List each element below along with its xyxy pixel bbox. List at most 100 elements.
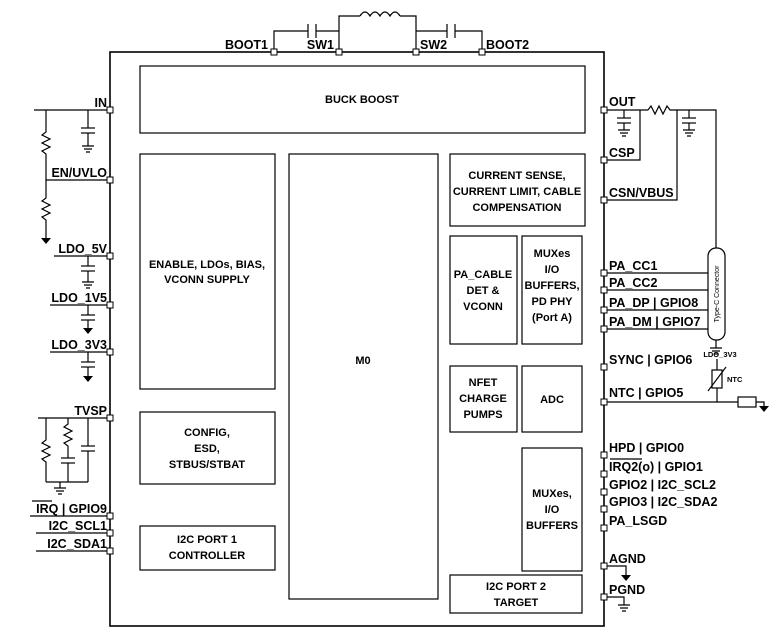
- block-pa-cable-line2: DET &: [467, 285, 500, 297]
- pin-i2c-scl1-marker: [106, 529, 114, 537]
- block-pa-cable-line3: VCONN: [463, 301, 503, 313]
- pin-csn-vbus: CSN/VBUS: [609, 186, 674, 200]
- block-enable-ldos-line2: VCONN SUPPLY: [164, 274, 250, 286]
- block-muxes-phy-line3: BUFFERS,: [525, 280, 580, 292]
- ldo-3v3-reference: LDO_3V3: [703, 350, 736, 359]
- block-muxes-io-line2: I/O: [545, 504, 560, 516]
- block-nfet: NFET CHARGE PUMPS: [449, 365, 518, 433]
- pin-hpd-marker: [600, 451, 608, 459]
- pin-gpio2-marker: [600, 488, 608, 496]
- pin-gpio3-marker: [600, 505, 608, 513]
- block-config-line2: ESD,: [194, 443, 220, 455]
- block-muxes-io: MUXes, I/O BUFFERS: [521, 447, 583, 572]
- block-config: CONFIG, ESD, STBUS/STBAT: [139, 411, 276, 485]
- pin-ldo-3v3: LDO_3V3: [51, 338, 107, 352]
- block-nfet-line1: NFET: [469, 377, 498, 389]
- top-pin-network: [273, 11, 483, 52]
- pin-pa-cc1: PA_CC1: [609, 259, 657, 273]
- block-pa-cable: PA_CABLE DET & VCONN: [449, 235, 518, 345]
- block-muxes-phy-line5: (Port A): [532, 312, 572, 324]
- pin-boot1: BOOT1: [225, 38, 268, 52]
- pin-pa-dp-marker: [600, 306, 608, 314]
- block-config-line3: STBUS/STBAT: [169, 459, 245, 471]
- pin-sw2: SW2: [420, 38, 447, 52]
- pin-sw1-marker: [335, 48, 343, 56]
- pin-agnd: AGND: [609, 552, 646, 566]
- pin-en-uvlo: EN/UVLO: [51, 166, 107, 180]
- pin-ldo-5v: LDO_5V: [58, 242, 107, 256]
- pin-pa-cc2-marker: [600, 286, 608, 294]
- ntc-label: NTC: [727, 375, 743, 384]
- pin-ldo-1v5-marker: [106, 301, 114, 309]
- type-c-connector-label: Type-C Connector: [714, 265, 721, 322]
- block-m0: M0: [288, 153, 439, 600]
- pin-boot2-marker: [478, 48, 486, 56]
- pin-i2c-sda1-marker: [106, 547, 114, 555]
- block-m0-label: M0: [355, 355, 370, 367]
- pin-csp: CSP: [609, 146, 635, 160]
- block-pa-cable-line1: PA_CABLE: [454, 269, 512, 281]
- block-i2c-port2-line2: TARGET: [494, 597, 539, 609]
- block-buck-boost: BUCK BOOST: [139, 65, 586, 134]
- pin-ntc-gpio5: NTC | GPIO5: [609, 386, 683, 400]
- block-muxes-phy-line1: MUXes: [534, 248, 571, 260]
- pin-pa-dm-gpio7: PA_DM | GPIO7: [609, 315, 701, 329]
- pin-sync-gpio6: SYNC | GPIO6: [609, 353, 692, 367]
- pin-irq2-gpio1: IRQ2(o) | GPIO1: [609, 460, 703, 474]
- pin-boot2: BOOT2: [486, 38, 529, 52]
- block-adc-label: ADC: [540, 394, 564, 406]
- pin-out-marker: [600, 106, 608, 114]
- pin-pa-cc2: PA_CC2: [609, 276, 657, 290]
- pin-gpio2-i2c-scl2: GPIO2 | I2C_SCL2: [609, 478, 716, 492]
- block-muxes-io-line1: MUXes,: [532, 488, 572, 500]
- pin-pa-lsgd-marker: [600, 524, 608, 532]
- block-muxes-io-line3: BUFFERS: [526, 520, 578, 532]
- pin-pgnd-marker: [600, 593, 608, 601]
- pin-gpio3-i2c-sda2: GPIO3 | I2C_SDA2: [609, 495, 717, 509]
- pin-i2c-sda1: I2C_SDA1: [47, 537, 107, 551]
- pin-tvsp-marker: [106, 414, 114, 422]
- block-current-sense: CURRENT SENSE, CURRENT LIMIT, CABLE COMP…: [449, 153, 586, 227]
- pin-ldo-5v-marker: [106, 252, 114, 260]
- pin-irq2-marker: [600, 470, 608, 478]
- pin-in-marker: [106, 106, 114, 114]
- pin-pa-cc1-marker: [600, 269, 608, 277]
- pin-out: OUT: [609, 95, 636, 109]
- block-nfet-line2: CHARGE: [459, 393, 507, 405]
- block-i2c-port1-line1: I2C PORT 1: [177, 534, 237, 546]
- pin-pa-lsgd: PA_LSGD: [609, 514, 667, 528]
- block-current-sense-line2: CURRENT LIMIT, CABLE: [453, 186, 581, 198]
- block-enable-ldos-line1: ENABLE, LDOs, BIAS,: [149, 259, 265, 271]
- block-muxes-phy-line2: I/O: [545, 264, 560, 276]
- block-current-sense-line1: CURRENT SENSE,: [468, 170, 565, 182]
- pin-irq-gpio9: IRQ | GPIO9: [36, 502, 107, 516]
- left-pin-network: [30, 109, 110, 552]
- block-i2c-port2-line1: I2C PORT 2: [486, 581, 546, 593]
- pin-hpd-gpio0: HPD | GPIO0: [609, 441, 684, 455]
- block-i2c-port1: I2C PORT 1 CONTROLLER: [139, 525, 276, 571]
- block-i2c-port2: I2C PORT 2 TARGET: [449, 574, 583, 614]
- pin-pa-dm-marker: [600, 325, 608, 333]
- pin-csp-marker: [600, 156, 608, 164]
- block-enable-ldos: ENABLE, LDOs, BIAS, VCONN SUPPLY: [139, 153, 276, 390]
- pin-sw2-marker: [412, 48, 420, 56]
- block-muxes-phy: MUXes I/O BUFFERS, PD PHY (Port A): [521, 235, 583, 345]
- block-nfet-line3: PUMPS: [463, 409, 502, 421]
- pin-pgnd: PGND: [609, 583, 645, 597]
- block-config-line1: CONFIG,: [184, 427, 230, 439]
- pin-boot1-marker: [270, 48, 278, 56]
- type-c-connector: Type-C Connector: [707, 247, 726, 355]
- block-i2c-port1-line2: CONTROLLER: [169, 550, 245, 562]
- pin-tvsp: TVSP: [74, 404, 107, 418]
- right-pin-network: [604, 104, 769, 612]
- pin-in: IN: [95, 96, 108, 110]
- block-adc: ADC: [521, 365, 583, 433]
- pin-sync-marker: [600, 363, 608, 371]
- pin-ldo-1v5: LDO_1V5: [51, 291, 107, 305]
- pin-i2c-scl1: I2C_SCL1: [49, 519, 107, 533]
- block-buck-boost-label: BUCK BOOST: [325, 94, 399, 106]
- pin-sw1: SW1: [307, 38, 334, 52]
- pin-ntc-marker: [600, 398, 608, 406]
- pin-ldo-3v3-marker: [106, 348, 114, 356]
